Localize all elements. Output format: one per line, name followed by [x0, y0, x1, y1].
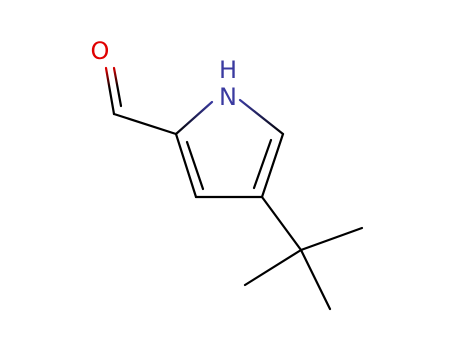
bond-c2-c3-inner: [185, 140, 205, 191]
bond-c4-cq: [260, 195, 303, 252]
bond-cq-me1: [299, 226, 364, 252]
bond-n1-c2: [174, 100, 214, 136]
bond-c4-c5-inner: [252, 138, 273, 190]
nitrogen-h-label: H: [219, 56, 237, 84]
bond-c4-c5: [260, 132, 285, 199]
bond-c2-cho: [112, 112, 178, 136]
bond-cq-me2: [243, 248, 303, 287]
oxygen-atom-label: O: [91, 37, 110, 65]
bond-cho-o-second: [112, 66, 123, 108]
bond-cq-me3: [299, 248, 332, 311]
bond-cho-o: [104, 66, 116, 116]
bond-c2-c3: [174, 132, 198, 199]
nitrogen-atom-label: N: [219, 83, 237, 111]
bond-c5-n1: [238, 98, 285, 136]
